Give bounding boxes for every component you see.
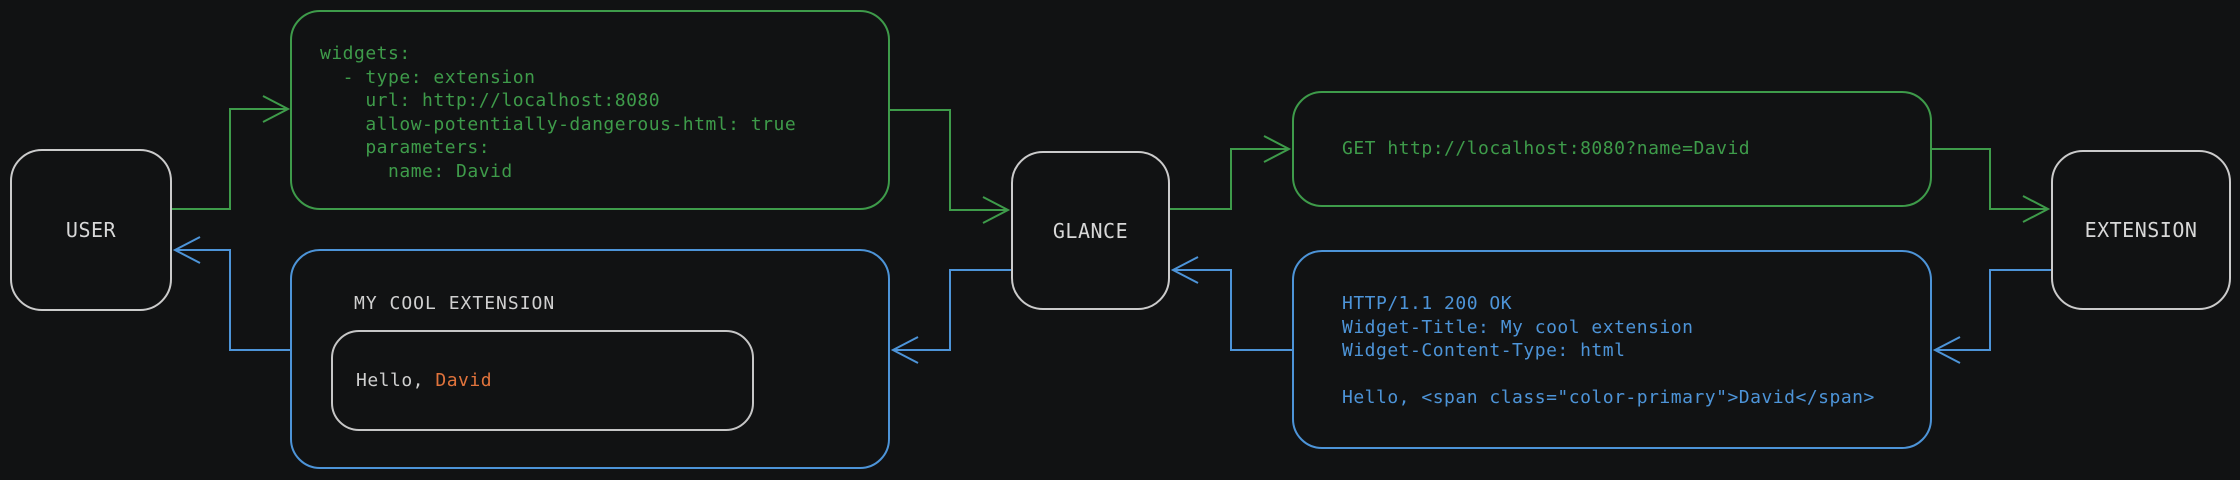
config-line: allow-potentially-dangerous-html: true (320, 113, 797, 135)
glance-node: GLANCE (1011, 151, 1170, 310)
config-line: name: David (320, 160, 513, 182)
response-line: HTTP/1.1 200 OK (1342, 293, 1513, 314)
config-line: - type: extension (320, 66, 536, 88)
greeting-text: Hello, (356, 370, 436, 391)
extension-node-label: EXTENSION (2084, 218, 2198, 242)
config-line: parameters: (320, 137, 491, 158)
response-line: Hello, <span class="color-primary">David… (1342, 387, 1875, 408)
response-line: Widget-Title: My cool extension (1342, 316, 1694, 338)
arrow-extension-to-response (1932, 269, 2051, 364)
config-line: url: http://localhost:8080 (320, 90, 661, 111)
user-node: USER (10, 149, 172, 311)
response-box: HTTP/1.1 200 OK Widget-Title: My cool ex… (1292, 250, 1932, 449)
user-node-label: USER (65, 218, 117, 242)
request-box: GET http://localhost:8080?name=David (1292, 91, 1932, 207)
arrow-user-to-config (172, 95, 291, 210)
glance-node-label: GLANCE (1052, 218, 1129, 243)
response-line (1342, 363, 1910, 387)
config-box: widgets: - type: extension url: http://l… (290, 10, 890, 210)
config-line: widgets: (320, 43, 411, 64)
widget-title: MY COOL EXTENSION (354, 293, 556, 314)
arrow-widget-to-user (172, 236, 290, 351)
request-text: GET http://localhost:8080?name=David (1342, 138, 1751, 160)
arrow-request-to-extension (1932, 148, 2051, 223)
widget-preview-box: MY COOL EXTENSION Hello, David (290, 249, 890, 469)
extension-node: EXTENSION (2051, 150, 2231, 310)
arrow-glance-to-request (1170, 135, 1292, 210)
widget-inner-box: Hello, David (331, 330, 754, 431)
greeting-name: David (435, 370, 493, 391)
arrow-config-to-glance (890, 109, 1011, 224)
arrow-response-to-glance (1170, 256, 1292, 351)
arrow-glance-to-widget (890, 269, 1011, 364)
response-line: Widget-Content-Type: html (1342, 340, 1626, 361)
